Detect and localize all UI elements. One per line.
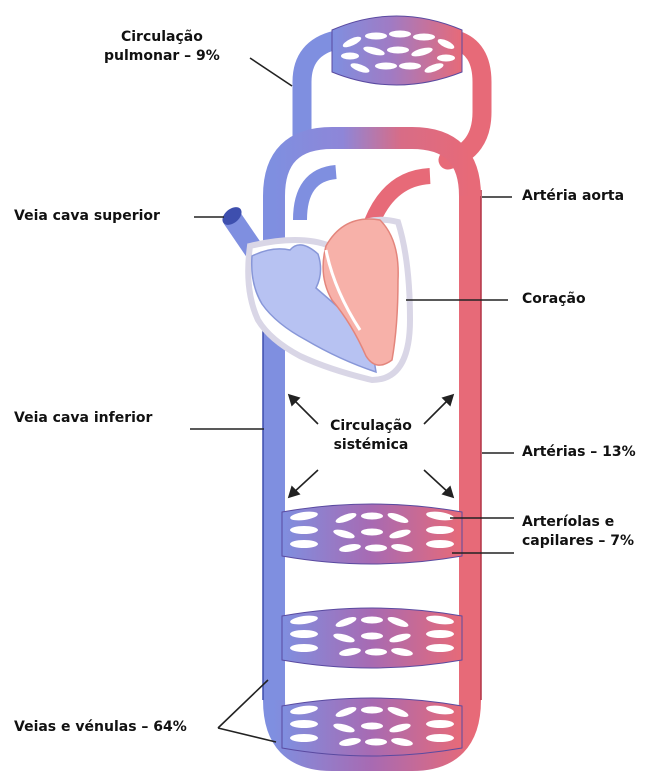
heart-label: Coração	[522, 290, 586, 309]
systemic-label: Circulação sistémica	[316, 417, 426, 455]
pulmonary-label-line2: pulmonar – 9%	[104, 47, 220, 66]
arterioles-label: Arteríolas e capilares – 7%	[522, 513, 634, 551]
aorta-label: Artéria aorta	[522, 187, 624, 206]
veins-leader-1	[218, 680, 268, 728]
aortic-arch-inner	[372, 176, 430, 222]
ivc-label: Veia cava inferior	[14, 409, 152, 428]
systemic-label-line1: Circulação	[316, 417, 426, 436]
pulmonary-label-line1: Circulação	[104, 28, 220, 47]
pulmonary-label: Circulação pulmonar – 9%	[104, 28, 220, 66]
capillary-rungs	[282, 504, 462, 756]
inner-vein-arc	[300, 172, 336, 220]
arteries-label: Artérias – 13%	[522, 443, 636, 462]
systemic-label-line2: sistémica	[316, 436, 426, 455]
arterioles-label-line1: Arteríolas e	[522, 513, 634, 532]
svc-label: Veia cava superior	[14, 207, 160, 226]
pulmonary-leader	[250, 58, 292, 86]
veins-leader-2	[218, 728, 276, 742]
pulmonary-vessel-left	[302, 40, 336, 140]
veins-label: Veias e vénulas – 64%	[14, 718, 187, 737]
arterioles-label-line2: capilares – 7%	[522, 532, 634, 551]
